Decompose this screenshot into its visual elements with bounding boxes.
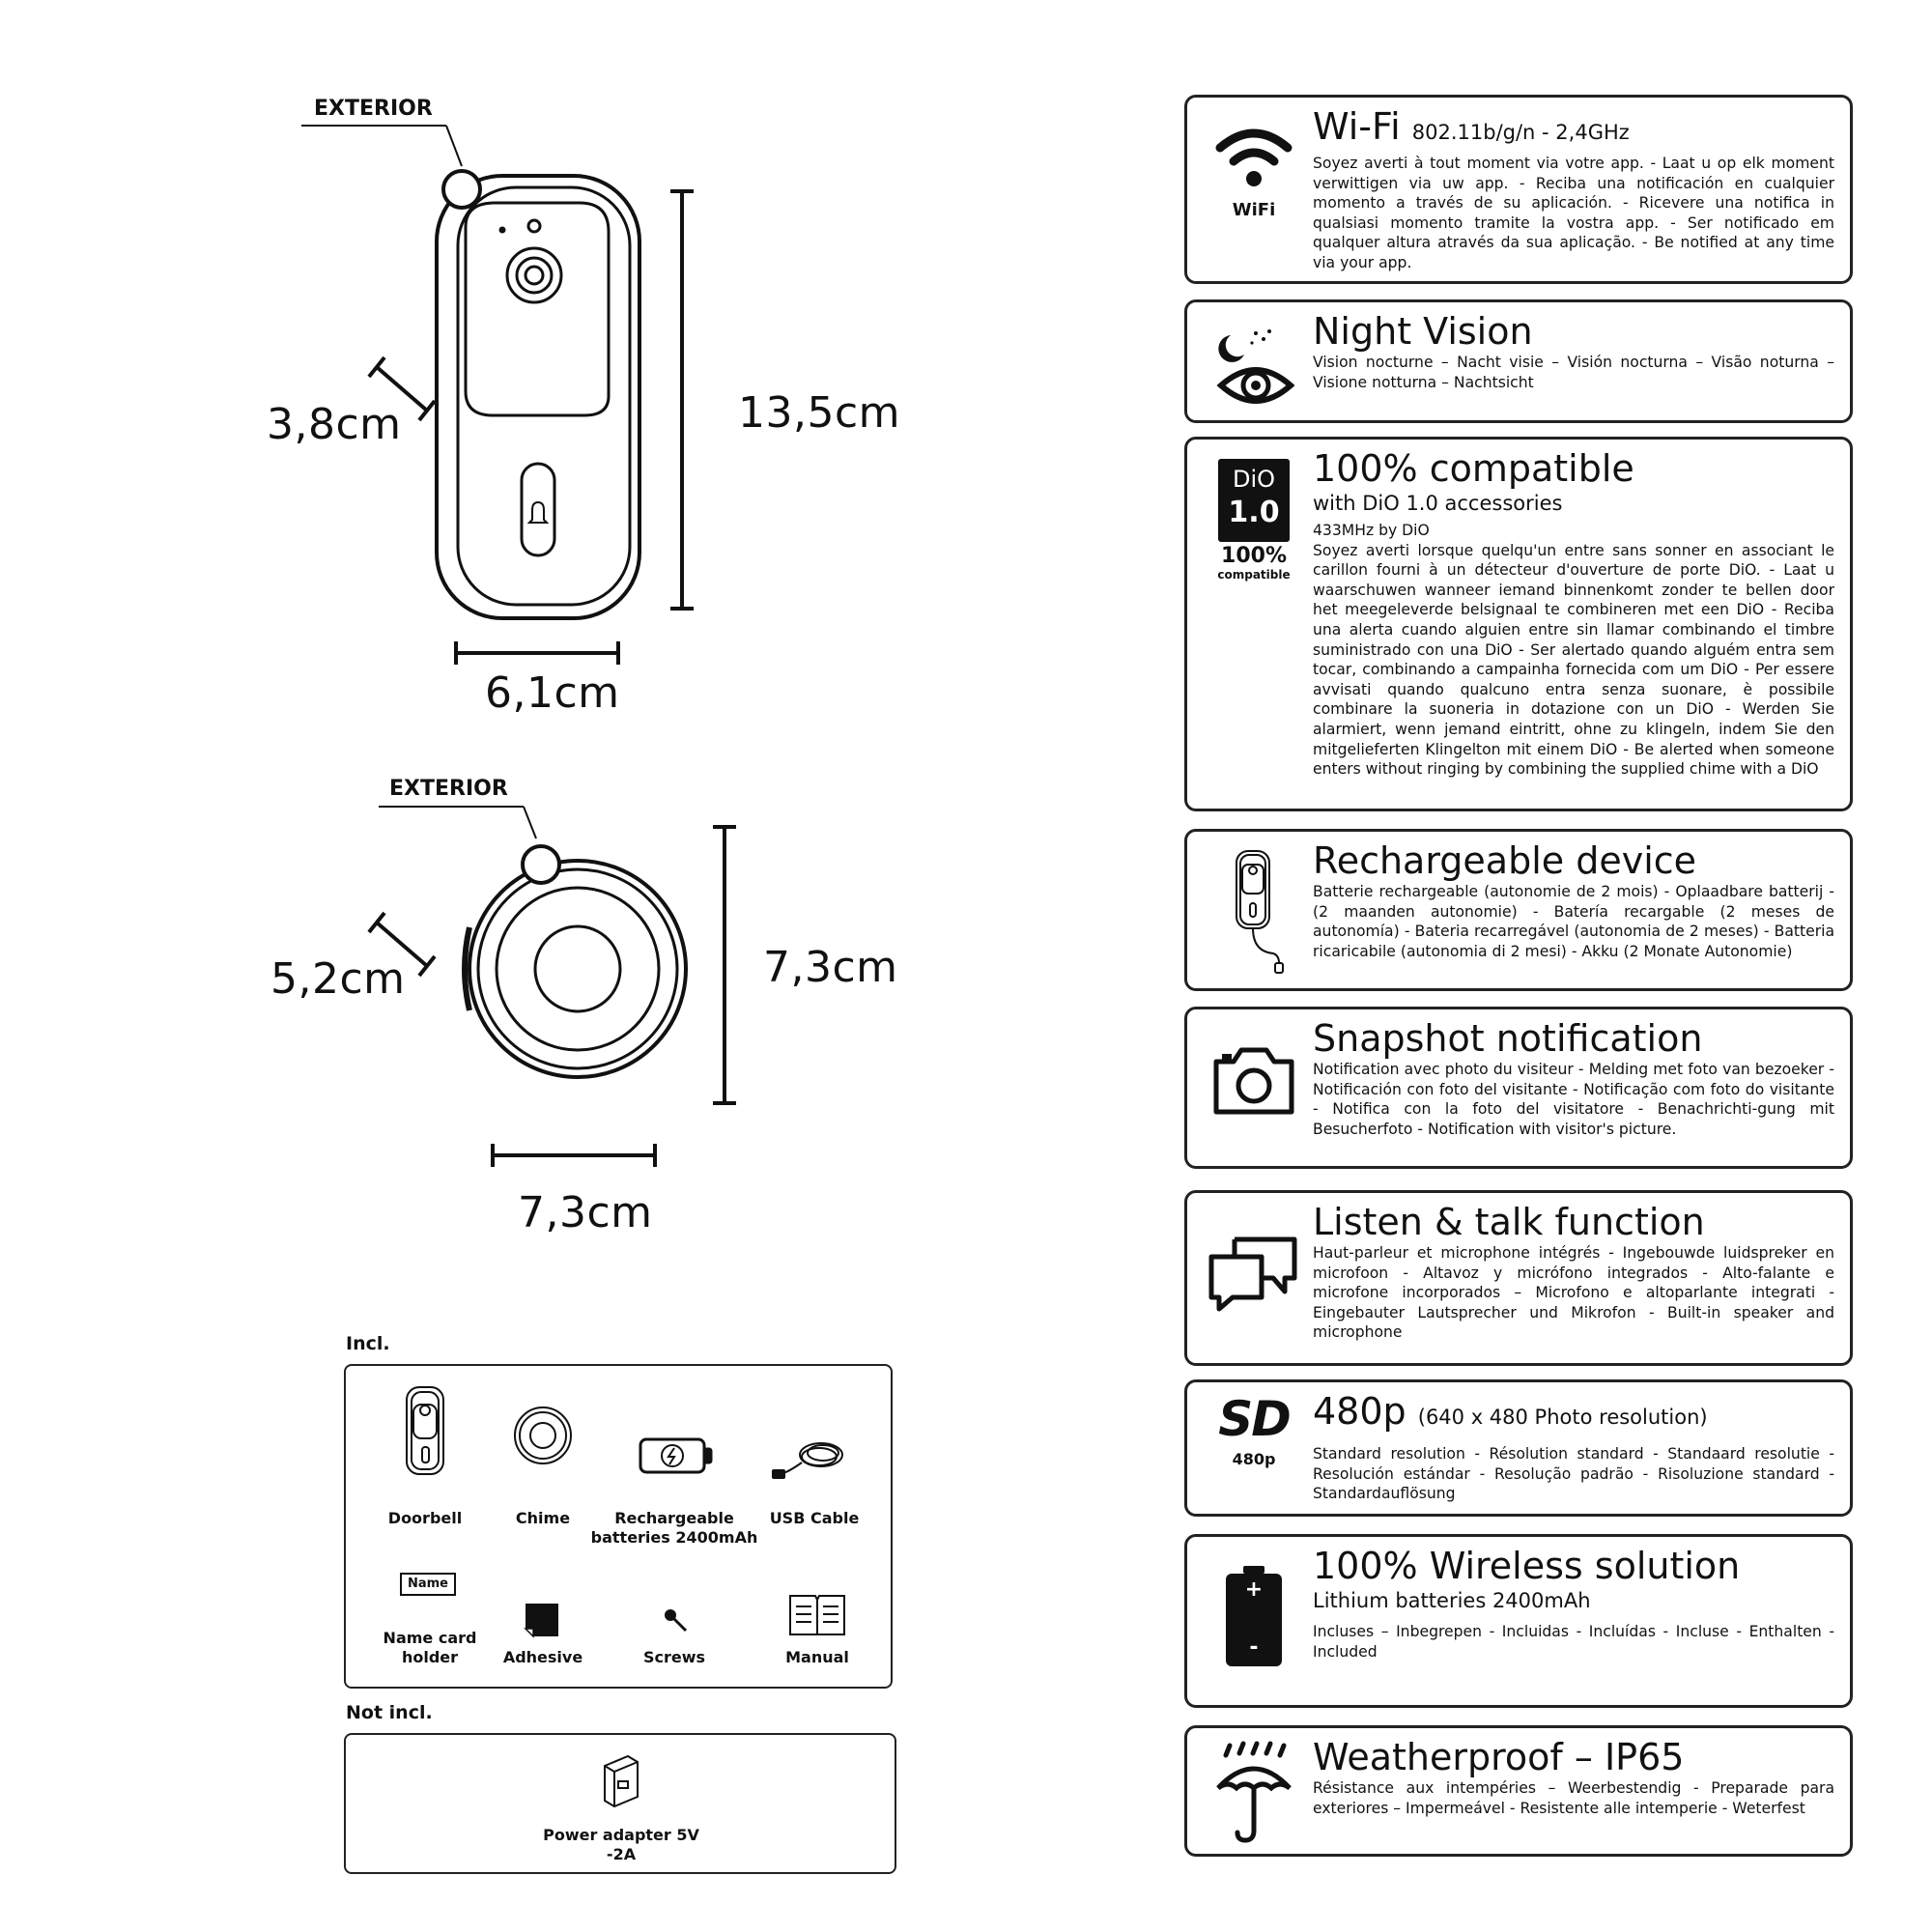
doorbell-depth-label: 3,8cm (267, 400, 402, 449)
chime-depth-label: 5,2cm (270, 954, 406, 1004)
chime-diagram: EXTERIOR 5,2cm 7,3cm 7,3cm (0, 753, 966, 1256)
feature-title-sub: (640 x 480 Photo resolution) (1417, 1406, 1708, 1429)
included-item-label: Manual (785, 1648, 849, 1666)
manual-icon (789, 1595, 845, 1635)
feature-title: Weatherproof – IP65 (1313, 1736, 1685, 1778)
doorbell-diagram: EXTERIOR 3,8cm 13,5cm 6,1cm (0, 0, 966, 753)
battery-large-icon: + - (1226, 1566, 1282, 1666)
feature-text: Standard resolution - Résolution standar… (1313, 1445, 1834, 1503)
feature-title: Night Vision (1313, 310, 1533, 353)
battery-minus: - (1249, 1635, 1259, 1660)
feature-title: Snapshot notification (1313, 1017, 1703, 1060)
feature-subtitle: Lithium batteries 2400mAh (1313, 1589, 1591, 1612)
feature-icon-wrap (1201, 1740, 1307, 1846)
feature-text: Vision nocturne – Nacht visie – Visión n… (1313, 354, 1834, 391)
included-item-label: USB Cable (769, 1509, 860, 1527)
feature-text: Notification avec photo du visiteur - Me… (1313, 1061, 1834, 1138)
feature-text: Résistance aux intempéries – Weerbestend… (1313, 1779, 1834, 1817)
included-item-label: Rechargeable batteries 2400mAh (590, 1509, 758, 1547)
feature-title-main: 480p (1313, 1390, 1406, 1433)
not-included-heading: Not incl. (346, 1702, 433, 1723)
feature-title: Listen & talk function (1313, 1201, 1705, 1243)
feature-text: Incluses – Inbegrepen - Incluidas - Incl… (1313, 1623, 1834, 1661)
battery-icon (639, 1437, 713, 1474)
sd-icon-label: 480p (1232, 1450, 1276, 1468)
wifi-icon-label: WiFi (1232, 200, 1276, 220)
feature-title: 480p (640 x 480 Photo resolution) (1313, 1390, 1834, 1438)
doorbell-icon (406, 1386, 444, 1475)
dio-icon: DiO 1.0 (1218, 459, 1290, 542)
dio-badge-top: DiO (1232, 466, 1276, 493)
included-box: Doorbell Chime Rechargeable batteries 24… (344, 1364, 893, 1689)
wifi-icon (1215, 128, 1293, 186)
feature-icon-wrap: DiO 1.0 100% compatible (1201, 459, 1307, 582)
chime-height-label: 7,3cm (763, 943, 898, 992)
sd-icon: SD (1218, 1391, 1292, 1447)
doorbell-drawing (301, 125, 694, 665)
feature-card-weatherproof: Weatherproof – IP65 Résistance aux intem… (1184, 1725, 1853, 1857)
not-included-box: Power adapter 5V -2A (344, 1733, 896, 1874)
dio-badge-bottom: 1.0 (1228, 496, 1280, 529)
adhesive-icon (524, 1604, 558, 1638)
doorbell-exterior-label: EXTERIOR (314, 97, 433, 121)
feature-icon-wrap (1201, 316, 1307, 412)
chime-width-label: 7,3cm (518, 1188, 653, 1237)
feature-frequency: 433MHz by DiO (1313, 522, 1430, 539)
feature-card-snapshot: Snapshot notification Notification avec … (1184, 1007, 1853, 1169)
battery-body (1226, 1574, 1282, 1666)
included-item-label: Doorbell (387, 1509, 463, 1527)
included-item-label: Chime (515, 1509, 571, 1527)
chime-icon (514, 1406, 572, 1464)
chime-drawing (367, 806, 736, 1167)
name-card-icon: Name (400, 1573, 456, 1596)
feature-icon-wrap (1201, 1236, 1307, 1313)
feature-text: Haut-parleur et microphone intégrés - In… (1313, 1244, 1834, 1342)
feature-text: Batterie rechargeable (autonomie de 2 mo… (1313, 883, 1834, 960)
battery-cap (1243, 1566, 1264, 1574)
power-adapter-icon (604, 1754, 639, 1808)
rechargeable-icon (1236, 850, 1284, 974)
night-vision-icon (1216, 329, 1295, 404)
feature-title: 100% Wireless solution (1313, 1545, 1741, 1587)
battery-plus: + (1244, 1577, 1264, 1602)
feature-title-main: Wi-Fi (1313, 105, 1401, 148)
chat-bubbles-icon (1208, 1236, 1297, 1312)
feature-title: Wi-Fi 802.11b/g/n - 2,4GHz (1313, 105, 1834, 154)
feature-card-listen-talk: Listen & talk function Haut-parleur et m… (1184, 1190, 1853, 1366)
included-item-label: Adhesive (502, 1648, 583, 1666)
feature-card-rechargeable: Rechargeable device Batterie rechargeabl… (1184, 829, 1853, 991)
dio-icon-label: 100% (1221, 544, 1287, 568)
included-item-label: Screws (642, 1648, 706, 1666)
feature-icon-wrap: + - (1201, 1566, 1307, 1666)
included-heading: Incl. (346, 1333, 390, 1354)
doorbell-width-label: 6,1cm (485, 668, 620, 718)
chime-exterior-label: EXTERIOR (389, 777, 508, 801)
feature-icon-wrap: WiFi (1201, 111, 1307, 220)
not-included-item-label: Power adapter 5V -2A (543, 1826, 699, 1863)
feature-text: Soyez averti lorsque quelqu'un entre san… (1313, 541, 1834, 779)
feature-icon-wrap (1201, 1044, 1307, 1118)
camera-icon (1213, 1047, 1294, 1115)
dio-icon-label-sub: compatible (1217, 568, 1291, 582)
screw-icon (665, 1609, 688, 1633)
feature-text: Soyez averti à tout moment via votre app… (1313, 155, 1834, 271)
feature-icon-wrap (1201, 845, 1307, 980)
feature-subtitle: with DiO 1.0 accessories (1313, 492, 1563, 515)
feature-card-resolution: SD 480p 480p (640 x 480 Photo resolution… (1184, 1379, 1853, 1517)
feature-title: 100% compatible (1313, 447, 1634, 490)
usb-cable-icon (772, 1442, 843, 1479)
feature-card-wifi: WiFi Wi-Fi 802.11b/g/n - 2,4GHz Soyez av… (1184, 95, 1853, 284)
doorbell-height-label: 13,5cm (738, 388, 901, 438)
feature-title: Rechargeable device (1313, 839, 1697, 882)
feature-card-dio: DiO 1.0 100% compatible 100% compatible … (1184, 437, 1853, 811)
included-item-label: Name card holder (383, 1629, 477, 1666)
umbrella-icon (1216, 1741, 1292, 1843)
feature-title-sub: 802.11b/g/n - 2,4GHz (1411, 121, 1630, 144)
feature-card-wireless: + - 100% Wireless solution Lithium batte… (1184, 1534, 1853, 1708)
feature-icon-wrap: SD 480p (1201, 1392, 1307, 1468)
feature-card-night-vision: Night Vision Vision nocturne – Nacht vis… (1184, 299, 1853, 423)
